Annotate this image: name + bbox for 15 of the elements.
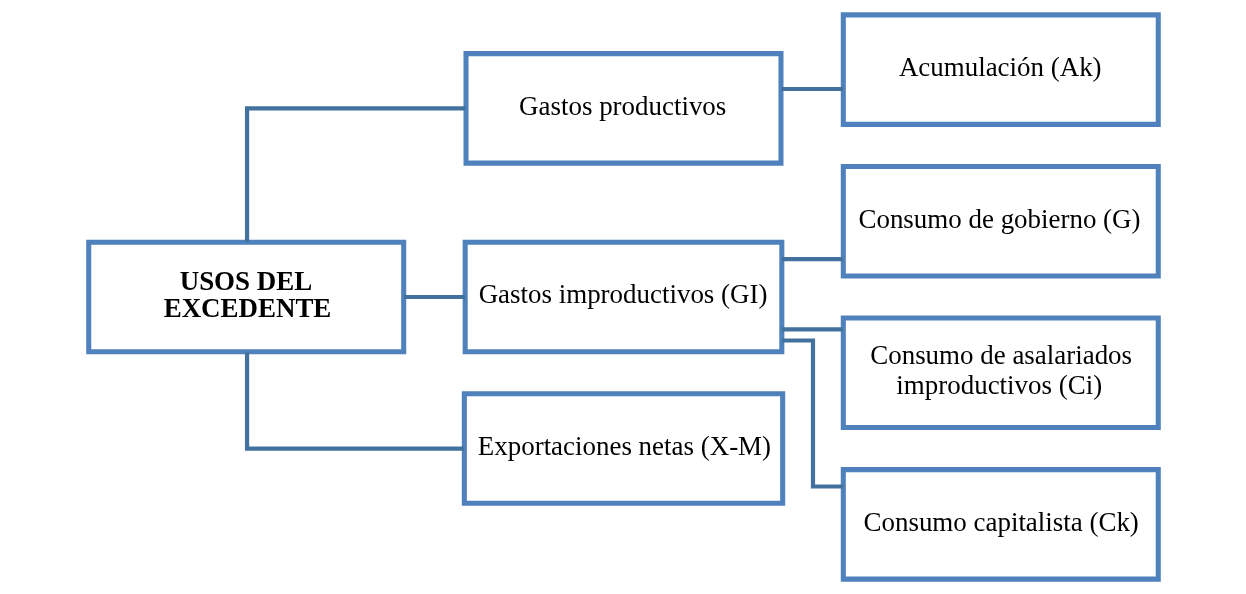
connector — [781, 327, 843, 332]
node-box: Gastos productivos — [463, 51, 783, 166]
node-box: Consumo capitalista (Ck) — [840, 467, 1161, 582]
node-box: USOS DEL EXCEDENTE — [85, 239, 406, 355]
connector — [244, 106, 465, 242]
node-box: Consumo de asalariados improductivos (Ci) — [840, 315, 1161, 431]
connector — [781, 257, 843, 262]
node-box: Gastos improductivos (GI) — [462, 239, 784, 355]
connector — [244, 352, 464, 451]
connector — [781, 338, 843, 489]
node-box: Acumulación (Ak) — [840, 12, 1161, 127]
node-box: Consumo de gobierno (G) — [840, 163, 1161, 279]
connector — [403, 294, 465, 300]
connector — [780, 86, 843, 92]
node-box: Exportaciones netas (X-M) — [461, 391, 785, 506]
